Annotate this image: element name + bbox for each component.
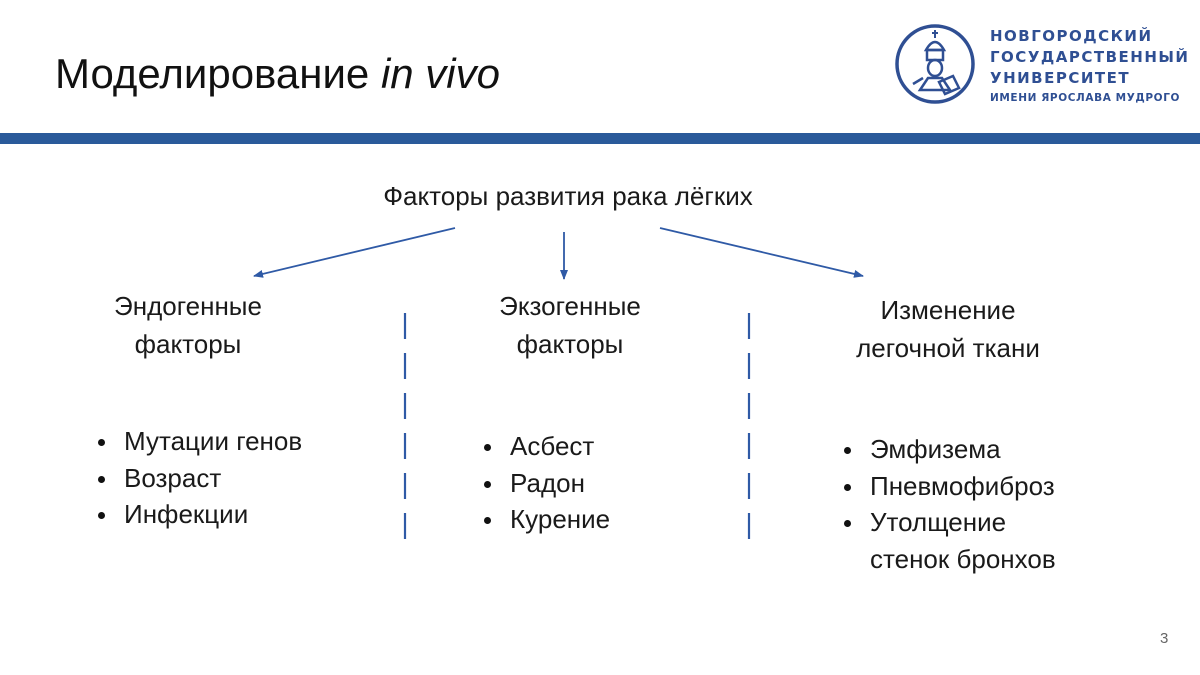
list-item: Радон bbox=[480, 465, 610, 502]
university-logo: НОВГОРОДСКИЙ ГОСУДАРСТВЕННЫЙ УНИВЕРСИТЕТ… bbox=[893, 22, 1188, 108]
list-item: Эмфизема bbox=[840, 431, 1056, 468]
title-italic: in vivo bbox=[380, 50, 500, 97]
slide-title: Моделирование in vivo bbox=[55, 48, 500, 100]
logo-line-2: ГОСУДАРСТВЕННЫЙ bbox=[990, 48, 1190, 66]
category-lung-tissue-change: Изменение легочной ткани bbox=[856, 295, 1040, 363]
tissue-change-list: Эмфизема Пневмофиброз Утолщение стенок б… bbox=[840, 431, 1056, 577]
title-main: Моделирование bbox=[55, 50, 370, 97]
category-endogenous: Эндогенные факторы bbox=[114, 291, 262, 359]
logo-line-1: НОВГОРОДСКИЙ bbox=[990, 27, 1153, 45]
list-item: Возраст bbox=[94, 460, 302, 497]
list-item: Утолщение стенок бронхов bbox=[840, 504, 1056, 577]
category-exogenous: Экзогенные факторы bbox=[499, 291, 641, 359]
arrow-to-tissue-change bbox=[659, 227, 864, 278]
university-emblem-icon bbox=[895, 24, 975, 104]
list-item: Инфекции bbox=[94, 496, 302, 533]
root-node-label: Факторы развития рака лёгких bbox=[383, 181, 753, 211]
list-item: Мутации генов bbox=[94, 423, 302, 460]
arrow-to-endogenous bbox=[253, 227, 456, 278]
page-number: 3 bbox=[1160, 630, 1169, 647]
header-divider-bar bbox=[0, 133, 1200, 144]
logo-line-4: ИМЕНИ ЯРОСЛАВА МУДРОГО bbox=[990, 92, 1181, 104]
list-item: Пневмофиброз bbox=[840, 468, 1056, 505]
endogenous-factor-list: Мутации генов Возраст Инфекции bbox=[94, 423, 302, 533]
list-item: Курение bbox=[480, 501, 610, 538]
list-item: Асбест bbox=[480, 428, 610, 465]
exogenous-factor-list: Асбест Радон Курение bbox=[480, 428, 610, 538]
logo-line-3: УНИВЕРСИТЕТ bbox=[990, 69, 1131, 87]
